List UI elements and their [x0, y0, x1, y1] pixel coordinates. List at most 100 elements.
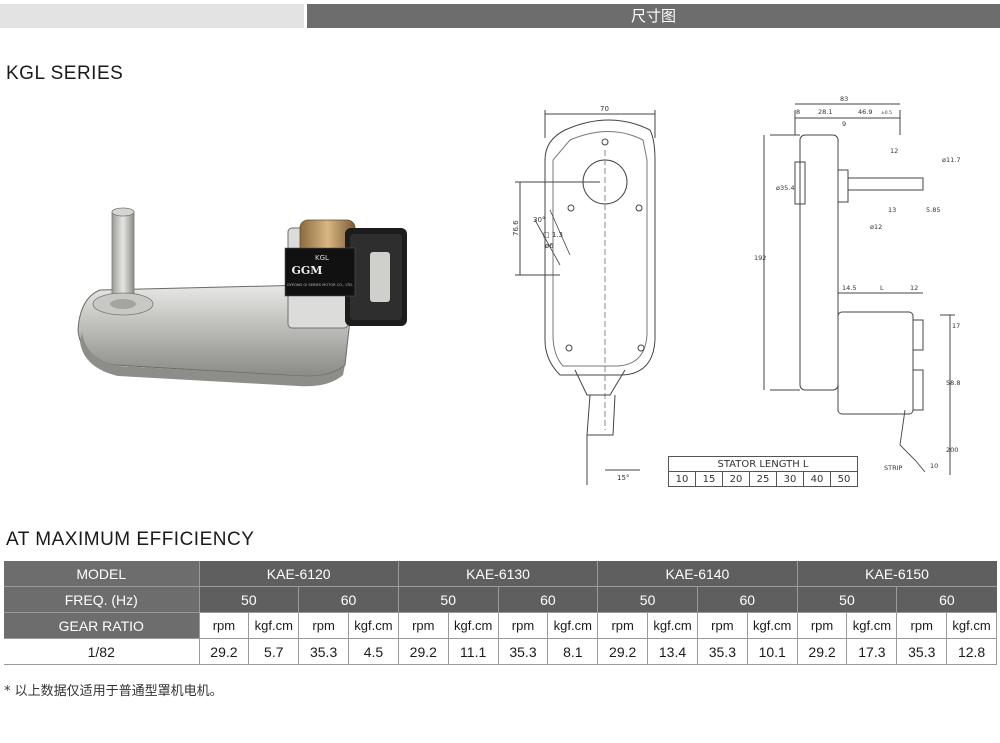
stator-length-value: 40	[803, 471, 831, 487]
value-cell: 13.4	[647, 638, 698, 665]
page-title: 尺寸图	[630, 7, 676, 25]
dim-d1: 8	[796, 108, 800, 116]
value-cell: 35.3	[298, 638, 350, 665]
stator-length-value: 20	[722, 471, 750, 487]
freq-cell: 50	[397, 586, 499, 613]
stator-length-value: 25	[749, 471, 777, 487]
stator-length-value: 10	[668, 471, 696, 487]
unit-cell: kgf.cm	[447, 612, 499, 639]
stator-table-title: STATOR LENGTH L	[668, 456, 858, 472]
dim-d9: 5.85	[926, 206, 940, 214]
dim-d11: 192	[754, 254, 766, 262]
dim-d3-tol: ±0.5	[881, 110, 892, 116]
stator-length-value: 50	[830, 471, 858, 487]
unit-cell: kgf.cm	[547, 612, 599, 639]
model-cell: KAE-6130	[397, 561, 598, 587]
value-cell: 35.3	[497, 638, 549, 665]
dim-hole2: ø6	[545, 242, 554, 250]
value-cell: 11.1	[447, 638, 499, 665]
freq-cell: 50	[796, 586, 897, 613]
dim-total: 83	[840, 95, 848, 103]
unit-cell: kgf.cm	[846, 612, 898, 639]
value-cell: 29.2	[198, 638, 250, 665]
dim-d8: 13	[888, 206, 896, 214]
dim-d15: 17	[952, 322, 960, 330]
value-cell: 5.7	[248, 638, 300, 665]
freq-cell: 60	[896, 586, 997, 613]
footnote: * 以上数据仅适用于普通型罩机电机。	[4, 684, 223, 699]
dim-angle: 30°	[533, 216, 545, 224]
dim-height: 76.6	[512, 220, 520, 236]
dim-d18: 10	[930, 462, 938, 470]
series-title: KGL SERIES	[6, 63, 124, 84]
unit-cell: rpm	[497, 612, 549, 639]
model-cell: KAE-6150	[796, 561, 997, 587]
efficiency-title: AT MAXIMUM EFFICIENCY	[6, 529, 255, 550]
freq-cell: 50	[198, 586, 299, 613]
value-cell: 35.3	[696, 638, 748, 665]
unit-cell: rpm	[696, 612, 748, 639]
unit-cell: rpm	[896, 612, 948, 639]
unit-cell: rpm	[298, 612, 350, 639]
header-bar-left	[0, 4, 304, 28]
value-cell: 29.2	[597, 638, 649, 665]
dim-d13: L	[880, 284, 884, 292]
stator-length-value: 30	[776, 471, 804, 487]
dim-hole1: □ 1.3	[543, 231, 563, 239]
photo-company-text: GYEONG GI SERIES MOTOR CO., LTD.	[287, 283, 353, 287]
dim-d4: 9	[842, 120, 846, 128]
side-view-drawing: 83 8 28.1 46.9 ±0.5 9 12 ø11.7 ø35.4 13 …	[754, 95, 960, 475]
unit-cell: rpm	[397, 612, 449, 639]
unit-cell: rpm	[597, 612, 649, 639]
model-label: MODEL	[4, 561, 199, 587]
dim-bottom-angle: 15°	[617, 474, 629, 482]
unit-cell: kgf.cm	[647, 612, 698, 639]
dim-d16: 58.8	[946, 379, 960, 387]
stator-length-value: 15	[695, 471, 723, 487]
model-cell: KAE-6140	[597, 561, 798, 587]
dim-d5: 12	[890, 147, 898, 155]
unit-cell: kgf.cm	[348, 612, 399, 639]
dim-d14: 12	[910, 284, 918, 292]
value-cell: 12.8	[946, 638, 997, 665]
value-cell: 4.5	[348, 638, 399, 665]
strip-label: STRIP	[884, 464, 903, 472]
dim-d3: 46.9	[858, 108, 872, 116]
photo-brand-text: GGM	[292, 264, 323, 277]
unit-cell: kgf.cm	[946, 612, 997, 639]
unit-cell: rpm	[198, 612, 250, 639]
unit-cell: kgf.cm	[746, 612, 798, 639]
value-cell: 29.2	[796, 638, 848, 665]
dim-d2: 28.1	[818, 108, 832, 116]
value-cell: 8.1	[547, 638, 599, 665]
dim-d10: ø12	[870, 223, 882, 231]
front-view-drawing: 70 76.6 30° □ 1.3 ø6 15°	[512, 105, 656, 485]
freq-cell: 50	[597, 586, 698, 613]
dim-d6: ø11.7	[942, 156, 960, 164]
product-photo: KGL GGM GYEONG GI SERIES MOTOR CO., LTD.	[77, 207, 407, 387]
gear-ratio-label: GEAR RATIO	[4, 612, 199, 639]
model-cell: KAE-6120	[198, 561, 399, 587]
gear-ratio-value: 1/82	[4, 638, 200, 665]
dim-d12: 14.5	[842, 284, 856, 292]
dim-d7: ø35.4	[776, 184, 794, 192]
freq-cell: 60	[497, 586, 598, 613]
header-bar	[307, 4, 1000, 28]
photo-model-text: KGL	[315, 254, 329, 262]
value-cell: 10.1	[746, 638, 798, 665]
value-cell: 29.2	[397, 638, 449, 665]
freq-cell: 60	[298, 586, 399, 613]
dim-width: 70	[600, 105, 609, 113]
dim-d17: 200	[946, 446, 958, 454]
value-cell: 35.3	[896, 638, 948, 665]
value-cell: 17.3	[846, 638, 898, 665]
unit-cell: rpm	[796, 612, 848, 639]
freq-label: FREQ. (Hz)	[4, 586, 199, 613]
